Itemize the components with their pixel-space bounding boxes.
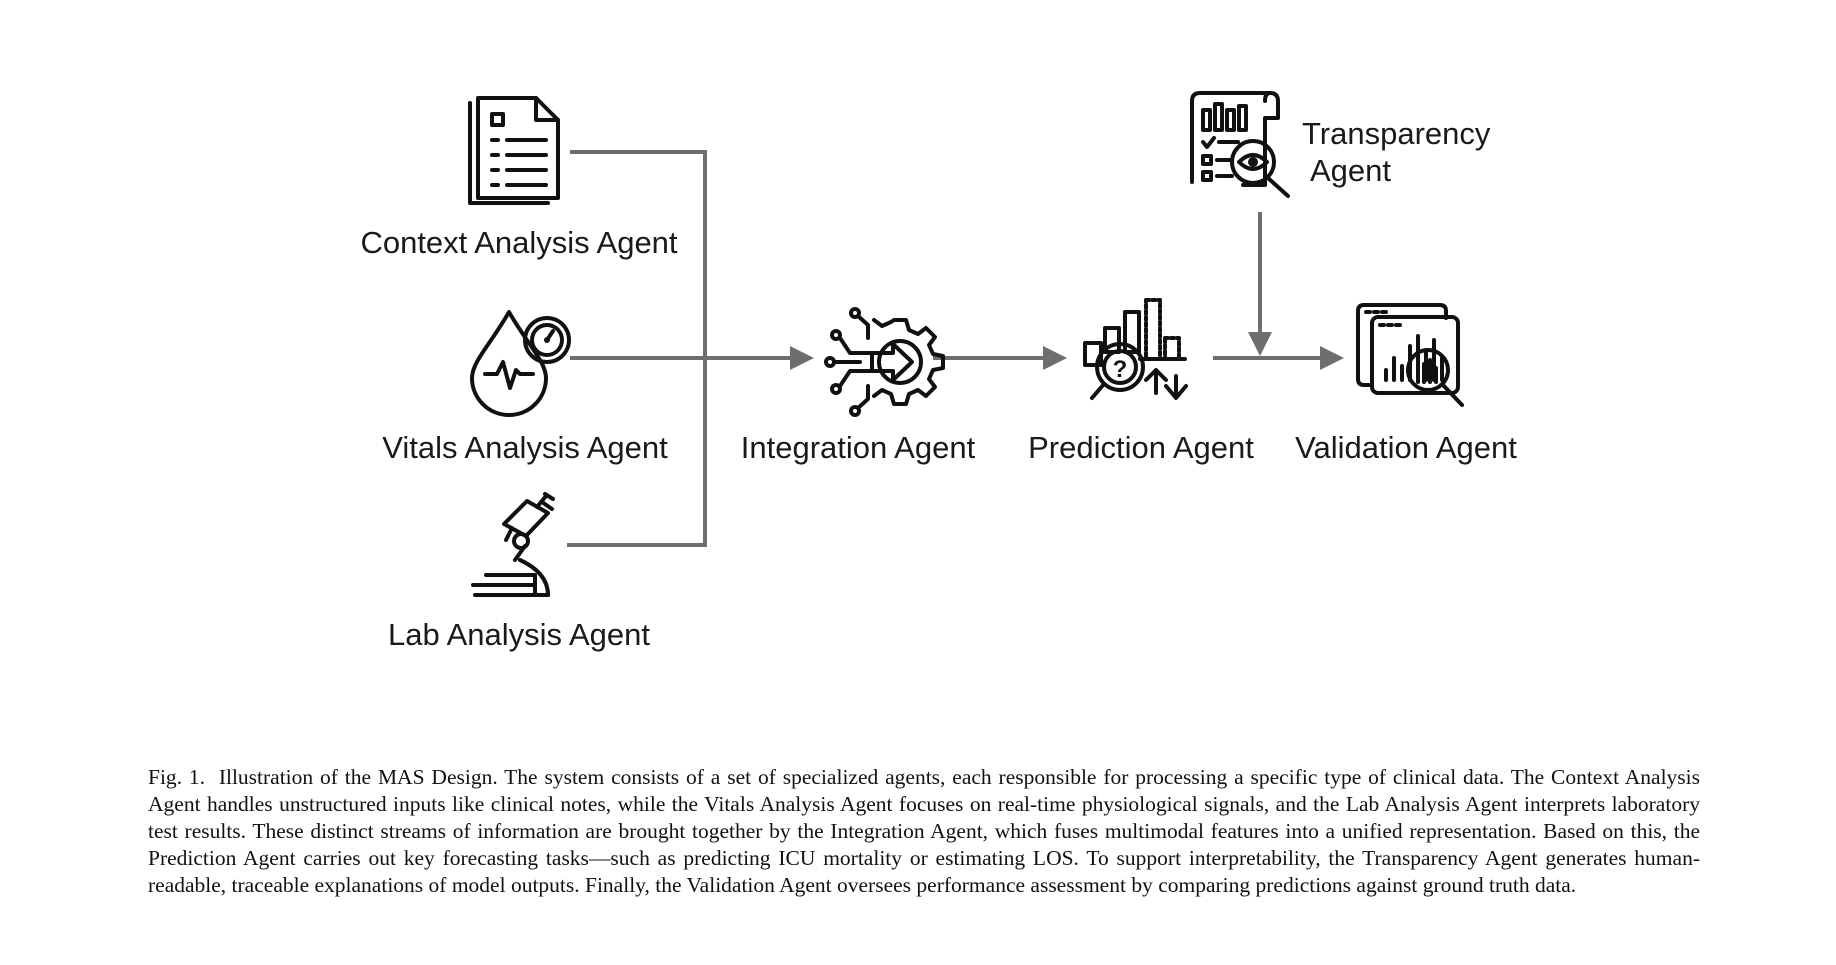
figure-label: Fig. 1. [148,765,206,789]
chart-magnifier-icon: ? [1083,298,1188,400]
transparency-agent-label-line1: Transparency [1302,116,1491,151]
connectors [567,150,1344,547]
svg-text:?: ? [1113,356,1128,383]
prediction-agent-label: Prediction Agent [1028,430,1254,465]
blood-drop-gauge-icon [470,310,571,417]
document-icon [468,96,560,205]
caption-text: Illustration of the MAS Design. The syst… [148,765,1701,897]
transparency-agent-label-line2: Agent [1310,153,1391,188]
context-agent-label: Context Analysis Agent [360,225,677,260]
figure-caption: Fig. 1. Illustration of the MAS Design. … [148,764,1700,899]
lab-agent-label: Lab Analysis Agent [388,617,650,652]
integration-agent-label: Integration Agent [741,430,976,465]
context-connector [567,150,707,547]
microscope-icon [471,492,555,597]
vitals-agent-label: Vitals Analysis Agent [382,430,668,465]
validation-agent-label: Validation Agent [1295,430,1517,465]
dashboard-magnifier-icon [1356,303,1464,407]
report-eye-magnifier-icon [1190,91,1290,198]
circuit-gear-icon [824,307,945,417]
